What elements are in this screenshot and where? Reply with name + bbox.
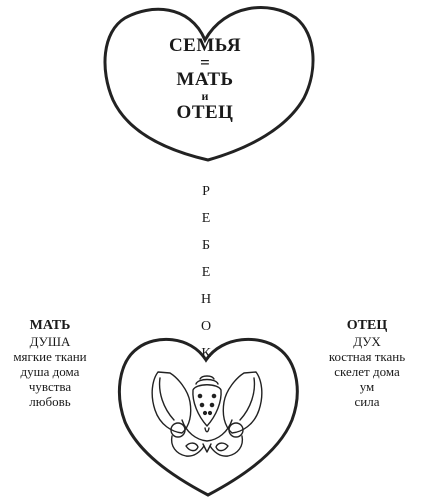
letter: Б bbox=[201, 238, 211, 253]
mother-label: МАТЬ bbox=[176, 69, 234, 90]
father-item: сила bbox=[354, 394, 380, 409]
letter: Р bbox=[202, 184, 210, 199]
mother-item: любовь bbox=[29, 394, 71, 409]
bottom-heart-outline bbox=[117, 337, 299, 497]
father-column: ОТЕЦ ДУХ костная ткань скелет дома ум си… bbox=[310, 318, 424, 409]
father-item: ДУХ bbox=[353, 334, 381, 349]
mother-item: чувства bbox=[28, 379, 72, 394]
mother-column-title: МАТЬ bbox=[29, 318, 71, 333]
equals-sign: = bbox=[200, 53, 210, 72]
letter: Е bbox=[201, 211, 211, 226]
father-item: костная ткань bbox=[328, 349, 406, 364]
mother-item: ДУША bbox=[29, 334, 71, 349]
family-label: СЕМЬЯ bbox=[168, 35, 242, 56]
pelvis-illustration bbox=[151, 371, 263, 457]
top-heart-caption: СЕМЬЯ = МАТЬ и ОТЕЦ bbox=[138, 36, 272, 122]
mother-item: мягкие ткани bbox=[13, 349, 87, 364]
letter: К bbox=[201, 346, 211, 361]
father-item: скелет дома bbox=[334, 364, 400, 379]
conjunction-label: и bbox=[201, 89, 209, 103]
letter: Е bbox=[201, 265, 211, 280]
child-vertical-word: Р Е Б Е Н О К bbox=[196, 178, 216, 367]
father-item: ум bbox=[359, 379, 375, 394]
letter: Н bbox=[200, 292, 212, 307]
father-label: ОТЕЦ bbox=[176, 102, 234, 123]
mother-column: МАТЬ ДУША мягкие ткани душа дома чувства… bbox=[0, 318, 100, 409]
letter: О bbox=[200, 319, 212, 334]
father-column-title: ОТЕЦ bbox=[346, 318, 388, 333]
mother-item: душа дома bbox=[20, 364, 80, 379]
top-heart-outline bbox=[103, 6, 315, 162]
